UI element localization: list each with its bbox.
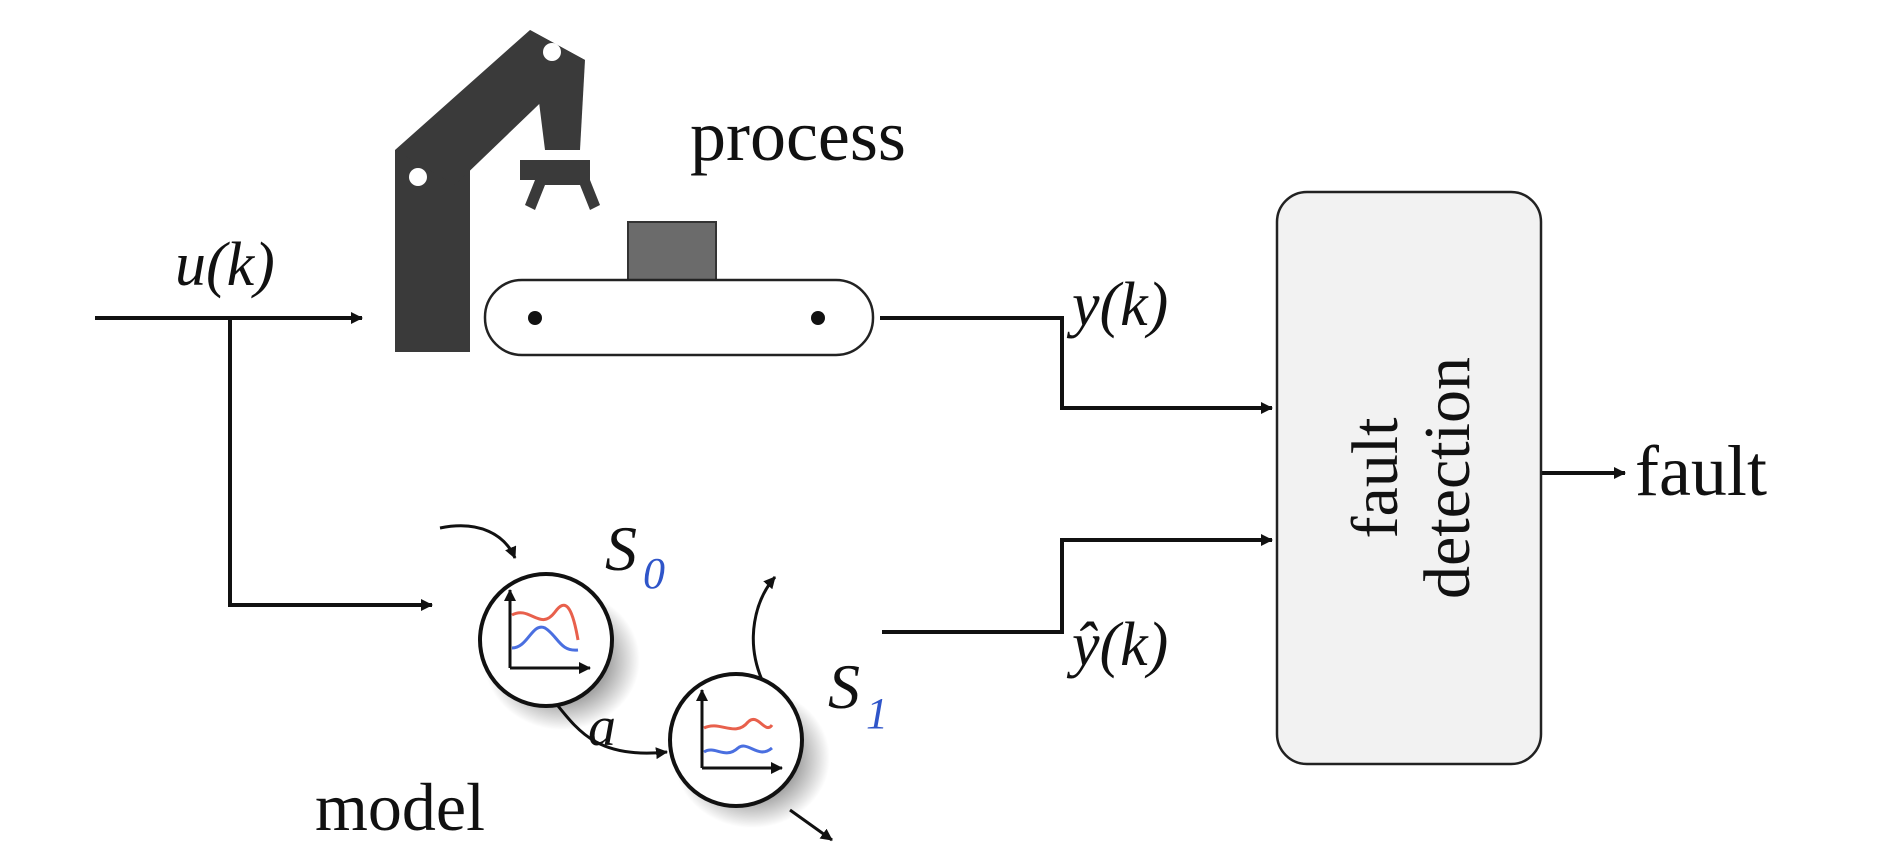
state-plot-icon	[696, 689, 783, 774]
conveyor-box	[627, 221, 717, 281]
state-s0	[478, 572, 640, 730]
state0-index: 0	[643, 549, 665, 598]
transition-label: a	[588, 696, 616, 758]
output-arrow	[880, 316, 1273, 414]
state1-letter: S	[828, 651, 860, 722]
block-label-line1: fault	[1339, 418, 1412, 539]
model-label: model	[315, 769, 485, 844]
state0-letter: S	[605, 513, 637, 584]
robot-arm-icon	[395, 30, 600, 352]
model-input-arrow	[228, 318, 433, 611]
fault-output-label: fault	[1635, 431, 1767, 511]
estimate-arrow	[882, 534, 1273, 634]
estimated-output-label: ŷ(k)	[1066, 611, 1168, 679]
input-signal-label: u(k)	[175, 231, 275, 299]
conveyor-belt-icon	[483, 221, 875, 357]
state-plot-icon	[504, 589, 591, 674]
state-s0-label: S 0	[605, 513, 665, 598]
state1-index: 1	[866, 689, 888, 738]
fault-detection-block: fault detection	[1275, 190, 1543, 766]
conveyor-belt	[483, 278, 875, 357]
state-s1-label: S 1	[828, 651, 888, 738]
s0-incoming-arrow	[439, 524, 517, 559]
state-s1	[668, 672, 830, 828]
block-label-line2: detection	[1411, 357, 1484, 599]
signal-lines	[95, 312, 1626, 634]
process-label: process	[690, 96, 906, 176]
output-signal-label: y(k)	[1066, 271, 1168, 339]
s1-outgoing-up-arrow	[751, 576, 777, 681]
